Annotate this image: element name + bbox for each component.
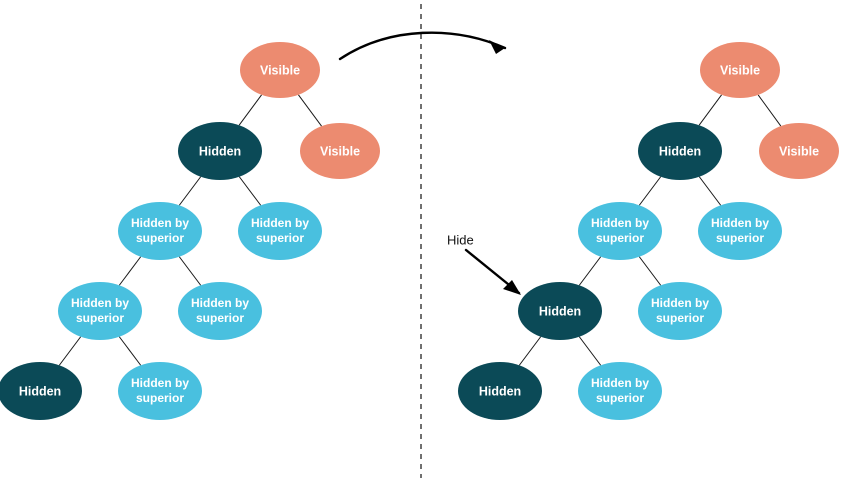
node-ellipse[interactable] xyxy=(118,202,202,260)
node-ellipse[interactable] xyxy=(578,202,662,260)
node-ellipse[interactable] xyxy=(698,202,782,260)
node-ellipse[interactable] xyxy=(458,362,542,420)
tree-node-hidden[interactable]: Hidden xyxy=(638,122,722,180)
node-ellipse[interactable] xyxy=(638,122,722,180)
transform-arrow xyxy=(338,31,507,61)
node-ellipse[interactable] xyxy=(118,362,202,420)
hide-arrow-head-icon xyxy=(503,280,521,295)
node-ellipse[interactable] xyxy=(0,362,82,420)
hide-annotation: Hide xyxy=(447,232,521,295)
node-ellipse[interactable] xyxy=(700,42,780,98)
tree-node-visible[interactable]: Visible xyxy=(700,42,780,98)
tree-edge xyxy=(578,336,602,366)
tree-edge xyxy=(118,256,142,286)
node-label: Hidden xyxy=(199,144,241,158)
transform-arrow-head-icon xyxy=(489,40,505,54)
node-label: Visible xyxy=(779,144,819,158)
node-ellipse[interactable] xyxy=(300,123,380,179)
node-ellipse[interactable] xyxy=(638,282,722,340)
node-ellipse[interactable] xyxy=(178,122,262,180)
node-ellipse[interactable] xyxy=(578,362,662,420)
tree-edge xyxy=(298,94,322,127)
tree-edge xyxy=(518,336,542,366)
hide-label: Hide xyxy=(447,232,474,247)
node-label: Hidden xyxy=(479,384,521,398)
tree-node-hidden[interactable]: Hidden xyxy=(518,282,602,340)
tree-node-visible[interactable]: Visible xyxy=(300,123,380,179)
tree-edge xyxy=(638,176,662,206)
transform-arrow-curve xyxy=(338,31,507,61)
tree-edge xyxy=(578,256,602,286)
tree-edge xyxy=(757,94,782,127)
node-ellipse[interactable] xyxy=(178,282,262,340)
tree-node-visible[interactable]: Visible xyxy=(759,123,839,179)
node-label: Hidden xyxy=(19,384,61,398)
node-ellipse[interactable] xyxy=(518,282,602,340)
node-ellipse[interactable] xyxy=(238,202,322,260)
node-ellipse[interactable] xyxy=(240,42,320,98)
tree-edge xyxy=(698,176,722,206)
tree-edge xyxy=(638,256,662,286)
tree-edge xyxy=(118,336,142,366)
node-ellipse[interactable] xyxy=(759,123,839,179)
tree-edge xyxy=(698,94,722,126)
tree-edge xyxy=(238,94,262,126)
tree-node-hidden[interactable]: Hidden xyxy=(178,122,262,180)
node-label: Visible xyxy=(320,144,360,158)
tree-edge xyxy=(178,176,202,206)
left-tree-edges xyxy=(58,94,322,366)
tree-node-hidden[interactable]: Hidden xyxy=(0,362,82,420)
tree-edge xyxy=(178,256,202,286)
node-ellipse[interactable] xyxy=(58,282,142,340)
node-label: Visible xyxy=(260,63,300,77)
tree-edge xyxy=(238,176,262,206)
tree-node-visible[interactable]: Visible xyxy=(240,42,320,98)
node-label: Visible xyxy=(720,63,760,77)
node-label: Hidden xyxy=(659,144,701,158)
tree-edge xyxy=(58,336,82,366)
tree-node-hidden[interactable]: Hidden xyxy=(458,362,542,420)
node-label: Hidden xyxy=(539,304,581,318)
right-tree-edges xyxy=(518,94,782,366)
